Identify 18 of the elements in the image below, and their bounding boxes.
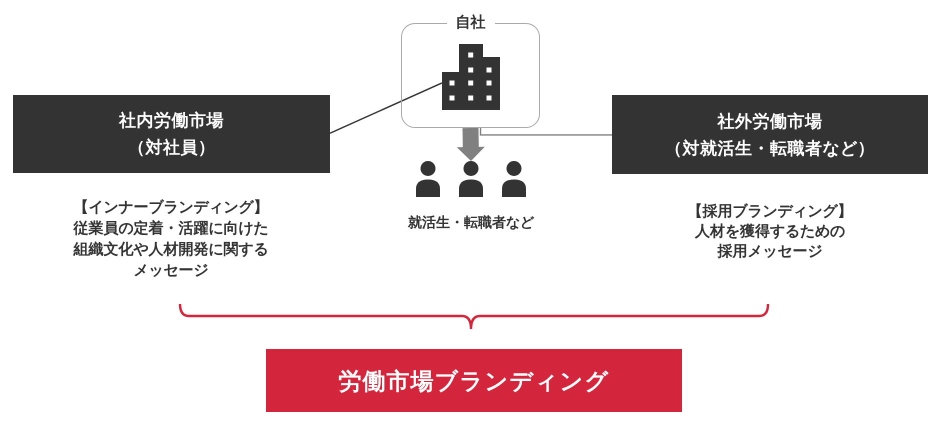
box-subtitle: （対就活生・転職者など） — [665, 138, 875, 160]
banner-box — [266, 349, 682, 412]
category-box — [612, 95, 928, 174]
description-text: 人材を獲得するための採用メッセージ — [694, 222, 846, 262]
connector-line — [480, 128, 612, 136]
box-title: 社外労働市場 — [718, 110, 822, 132]
people-icon — [416, 161, 526, 197]
box-subtitle: （対社員） — [128, 137, 216, 159]
connector-line — [330, 82, 442, 134]
building-icon — [442, 44, 500, 110]
description-heading: 【採用ブランディング】 — [688, 202, 852, 222]
description-heading: 【インナーブランディング】 — [74, 198, 268, 218]
banner-title: 労働市場ブランディング — [338, 366, 610, 396]
description-text: 従業員の定着・活躍に向けた組織文化や人材開発に関するメッセージ — [72, 218, 270, 281]
category-box — [13, 95, 330, 173]
box-title: 社内労働市場 — [119, 110, 224, 132]
caption-text: 就活生・転職者など — [408, 213, 534, 232]
block-arrow — [456, 128, 485, 161]
